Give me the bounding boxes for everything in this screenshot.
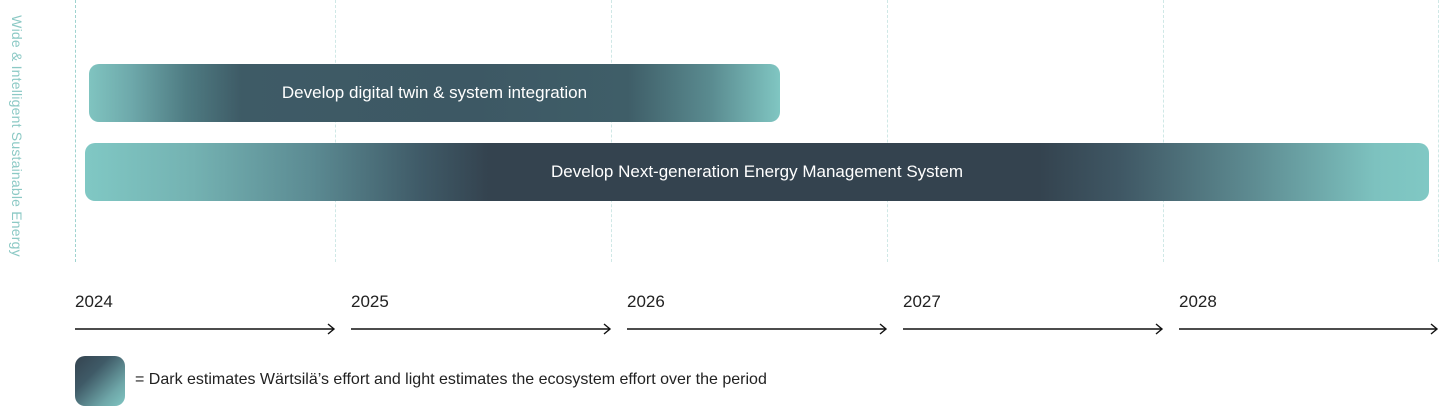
side-label: Wide & Intelligent Sustainable Energy <box>9 15 25 257</box>
legend-swatch <box>75 356 125 406</box>
timeline-arrow-icon <box>75 323 336 335</box>
bar-label: Develop digital twin & system integratio… <box>281 83 588 102</box>
timeline-arrow-icon <box>627 323 888 335</box>
year-label: 2027 <box>903 292 941 311</box>
gridline-2024 <box>75 0 76 262</box>
year-label: 2025 <box>351 292 389 311</box>
gridline-2027 <box>887 0 888 262</box>
year-label: 2026 <box>627 292 665 311</box>
year-label: 2028 <box>1179 292 1217 311</box>
gridline-2028 <box>1163 0 1164 262</box>
gridline-2026 <box>611 0 612 262</box>
legend-text: = Dark estimates Wärtsilä’s effort and l… <box>135 371 767 388</box>
bar-digital-twin: Develop digital twin & system integratio… <box>89 64 780 122</box>
gridline-2025 <box>335 0 336 262</box>
timeline-arrow-icon <box>903 323 1164 335</box>
bar-label: Develop Next-generation Energy Managemen… <box>551 162 963 181</box>
year-label: 2024 <box>75 292 113 311</box>
timeline-arrow-icon <box>351 323 612 335</box>
gridline-end <box>1438 0 1439 262</box>
timeline-arrow-icon <box>1179 323 1439 335</box>
bar-energy-management-system: Develop Next-generation Energy Managemen… <box>85 143 1429 201</box>
